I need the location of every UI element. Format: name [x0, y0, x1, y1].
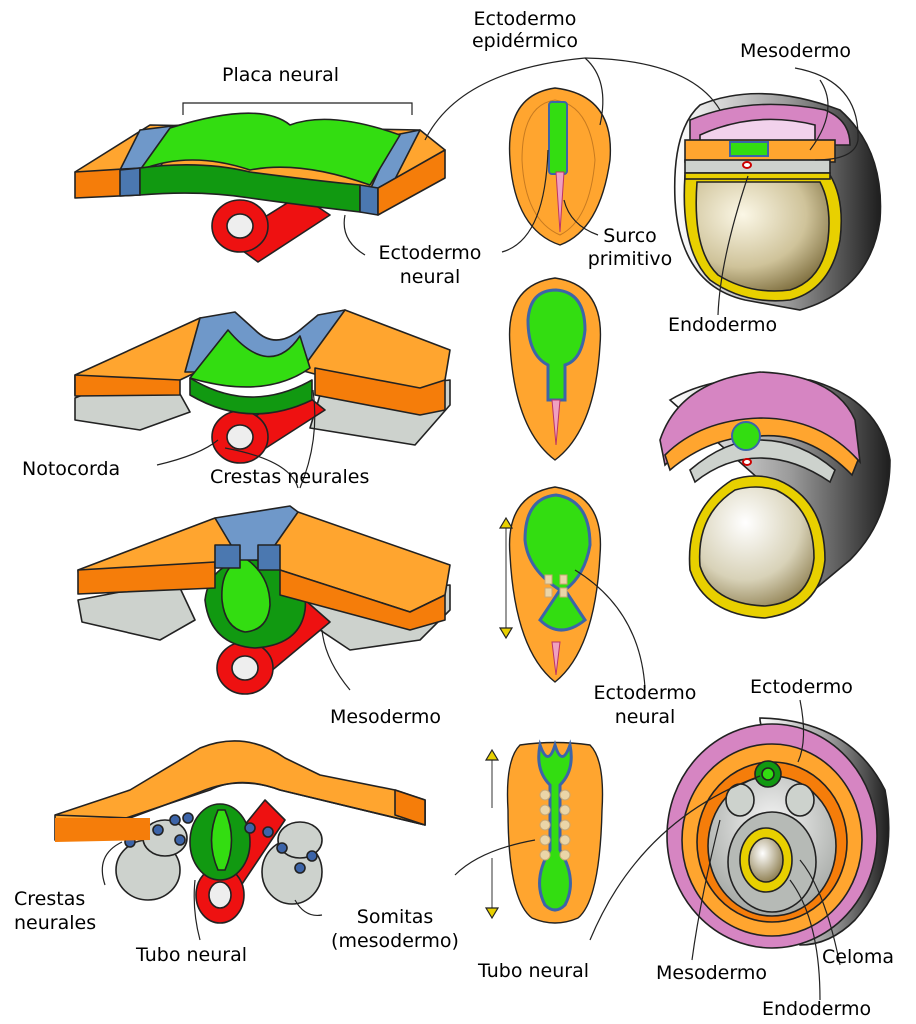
label-surco-primitivo-line1: Surco	[580, 225, 680, 247]
dorsal-view-1	[510, 88, 611, 245]
dorsal-view-2	[510, 278, 601, 460]
label-celoma: Celoma	[822, 946, 894, 968]
label-somitas-line2: (mesodermo)	[320, 930, 470, 952]
label-crestas-neurales-bottom-line1: Crestas	[14, 888, 85, 910]
label-mesodermo-bottom: Mesodermo	[656, 962, 767, 984]
label-endodermo-bottom: Endodermo	[762, 998, 871, 1020]
block-neural-tube	[55, 741, 425, 923]
label-crestas-neurales-bottom-line2: neurales	[14, 912, 96, 934]
label-ectodermo-epidermico-line2: epidérmico	[460, 30, 590, 52]
label-mesodermo-top: Mesodermo	[740, 40, 851, 62]
embryo-section-3	[667, 718, 889, 948]
label-tubo-neural-center: Tubo neural	[478, 960, 589, 982]
label-ectodermo-neural-mid-line1: Ectodermo	[575, 682, 715, 704]
label-ectodermo-neural-mid-line2: neural	[575, 706, 715, 728]
label-endodermo-top: Endodermo	[668, 314, 777, 336]
label-crestas-neurales-mid: Crestas neurales	[210, 466, 369, 488]
embryo-section-2	[660, 372, 890, 618]
label-mesodermo-mid: Mesodermo	[330, 706, 441, 728]
embryo-section-1	[675, 94, 881, 310]
placa-neural-bracket	[183, 103, 412, 115]
label-somitas-line1: Somitas	[320, 906, 470, 928]
block-neural-plate	[75, 113, 445, 262]
label-placa-neural: Placa neural	[222, 64, 339, 86]
growth-arrows	[486, 518, 512, 918]
label-ectodermo-epidermico-line1: Ectodermo	[460, 8, 590, 30]
label-surco-primitivo-line2: primitivo	[580, 248, 680, 270]
dorsal-view-4	[508, 743, 603, 924]
label-ectodermo-neural-top-line1: Ectodermo	[360, 242, 500, 264]
label-ectodermo-neural-top-line2: neural	[360, 266, 500, 288]
label-tubo-neural-left: Tubo neural	[136, 944, 247, 966]
label-notocorda: Notocorda	[22, 458, 120, 480]
block-neural-groove	[75, 310, 450, 463]
block-closing-tube	[78, 506, 450, 694]
label-ectodermo-bottom: Ectodermo	[750, 676, 853, 698]
dorsal-view-3	[510, 487, 601, 682]
